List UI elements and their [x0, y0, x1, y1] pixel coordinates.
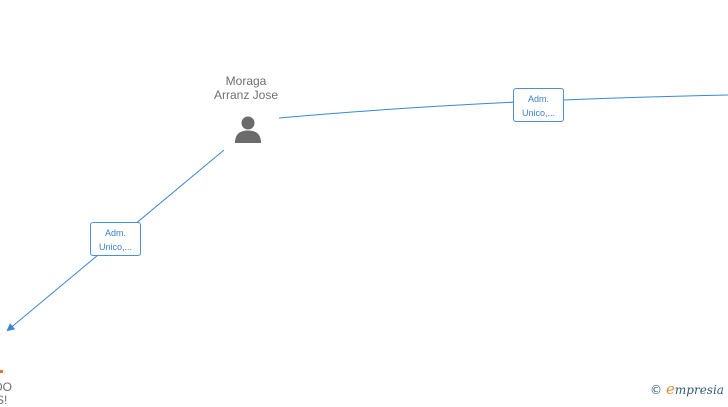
copyright-icon: ©: [650, 383, 662, 397]
person-name-line1: Moraga: [225, 74, 267, 88]
person-node-name[interactable]: Moraga Arranz Jose: [196, 74, 296, 102]
edge-label-line2: Unico,...: [521, 108, 555, 118]
partial-node-name-line2[interactable]: S!: [0, 393, 8, 407]
person-icon[interactable]: [233, 115, 263, 143]
edge-label-admin-left[interactable]: Adm. Unico,...: [90, 222, 141, 256]
partial-node-name-line1[interactable]: DO: [0, 380, 12, 394]
edge-label-line2: Unico,...: [98, 242, 132, 252]
empresia-watermark: © empresia: [650, 380, 724, 398]
edge-label-line1: Adm.: [527, 94, 549, 104]
edge-person-to-right: [278, 94, 728, 119]
brand-initial: e: [666, 380, 675, 398]
building-icon[interactable]: [0, 370, 3, 373]
edge-label-line1: Adm.: [104, 228, 126, 238]
edge-label-admin-top[interactable]: Adm. Unico,...: [513, 88, 564, 122]
person-name-line2: Arranz Jose: [213, 88, 279, 102]
brand-name: mpresia: [674, 383, 724, 397]
